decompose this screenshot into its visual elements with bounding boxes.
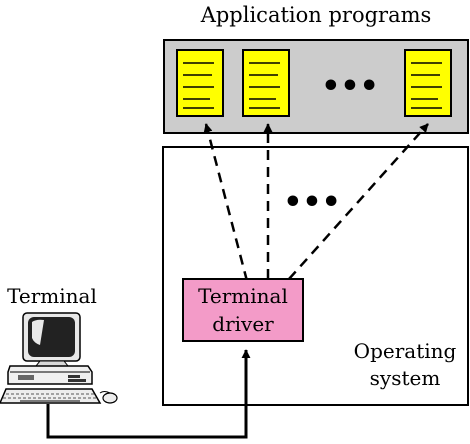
operating-system-box [162,146,469,406]
program-1-document-icon[interactable] [176,49,224,117]
operating-system-label-line1: Operating [354,339,457,363]
desktop-computer-icon[interactable] [0,312,118,404]
program-n-document-icon[interactable] [404,49,452,117]
arrows-ellipsis: ••• [283,185,341,220]
programs-ellipsis: ••• [321,69,379,104]
terminal-driver-label-line1: Terminal [198,284,288,308]
terminal-driver-label-line2: driver [212,312,274,336]
program-2-document-icon[interactable] [242,49,290,117]
terminal-driver-box[interactable] [182,278,304,342]
terminal-label: Terminal [7,284,97,308]
application-programs-title: Application programs [200,3,432,27]
terminal-to-driver-connection [46,349,251,439]
driver-to-program-n-arrow [288,123,429,280]
operating-system-label-line2: system [370,366,441,390]
